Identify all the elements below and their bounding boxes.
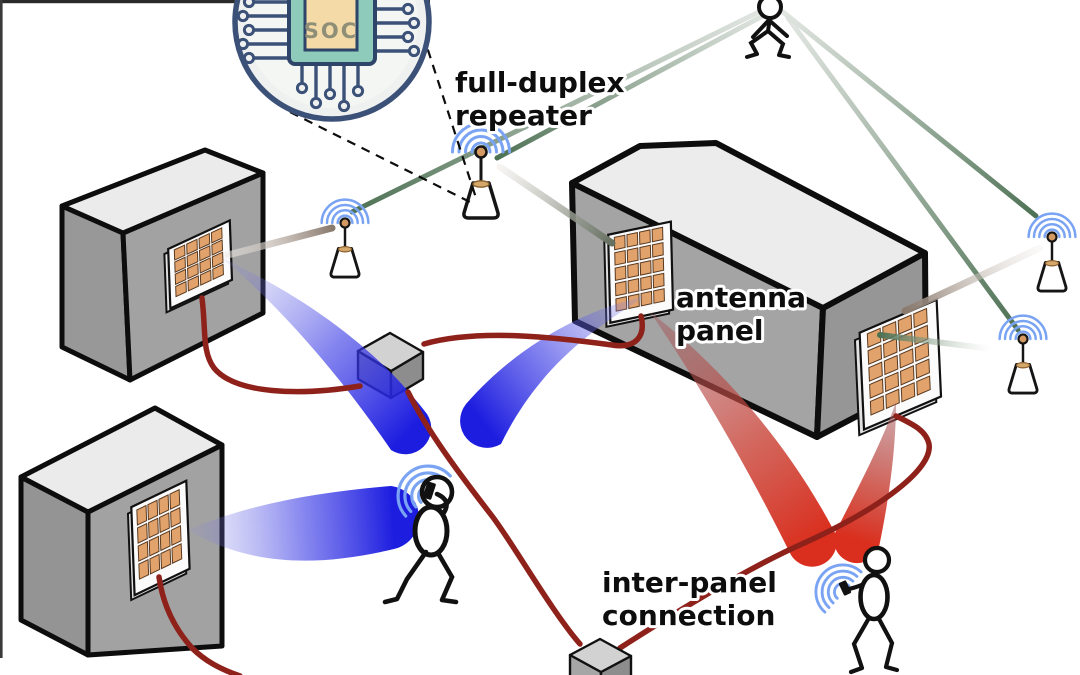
blue-beams — [188, 258, 646, 561]
user-phone-call — [382, 454, 459, 605]
access-link — [496, 163, 616, 247]
repeater-antenna-icon — [1007, 333, 1039, 395]
user-body — [412, 504, 450, 558]
user-rooftop — [745, 0, 791, 59]
panel-repeater-links — [224, 163, 1044, 352]
access-link — [224, 224, 336, 259]
user-legs — [848, 615, 900, 675]
access-link — [901, 244, 1044, 315]
label-full-duplex-repeater: repeater — [455, 99, 592, 132]
backhaul-link — [494, 9, 773, 161]
user-phone-browse — [802, 545, 900, 675]
access-link-green — [877, 332, 995, 352]
junction-box-2 — [568, 637, 633, 675]
label-full-duplex-repeater: full-duplex — [455, 66, 625, 99]
cable-main-side-panel — [617, 413, 932, 651]
user-body — [858, 572, 890, 622]
beam-blue-main — [460, 296, 646, 448]
circuit-vias — [236, 0, 421, 113]
user-legs — [745, 29, 791, 59]
label-inter-panel-connection: inter-panel — [602, 566, 777, 599]
user-head — [757, 0, 783, 20]
backhaul-link — [780, 9, 1039, 219]
frame-left-border — [0, 0, 3, 658]
phone-icon — [422, 481, 436, 500]
user-head — [862, 545, 892, 575]
user-arms — [751, 18, 789, 39]
beam-red-front — [650, 312, 837, 567]
cable-junction1-junction2 — [405, 389, 583, 647]
label-antenna-panel: panel — [676, 314, 763, 347]
full-duplex-repeater-1 — [320, 198, 370, 279]
figure-labels: full-duplex repeater antenna panel inter… — [452, 63, 809, 635]
label-antenna-panel: antenna — [676, 281, 806, 314]
circuit-traces — [248, 0, 409, 101]
cable-main-front-panel — [421, 313, 645, 349]
soc-chip-label: SOC — [304, 19, 358, 43]
frame-top-border — [0, 0, 430, 4]
repeater-antenna-icon — [1036, 231, 1068, 293]
beam-blue-bottom — [188, 486, 420, 561]
full-duplex-repeater-4 — [998, 314, 1048, 395]
user-arm — [434, 491, 449, 517]
beam-blue-left — [222, 258, 432, 455]
label-inter-panel-connection: connection — [602, 599, 775, 632]
cable-left-building — [199, 295, 363, 395]
soc-chip-icon: SOC — [232, 0, 432, 122]
phone-icon — [838, 580, 852, 596]
cable-bottom-building — [156, 574, 243, 675]
user-legs — [382, 549, 459, 605]
inter-panel-cables — [156, 295, 932, 675]
